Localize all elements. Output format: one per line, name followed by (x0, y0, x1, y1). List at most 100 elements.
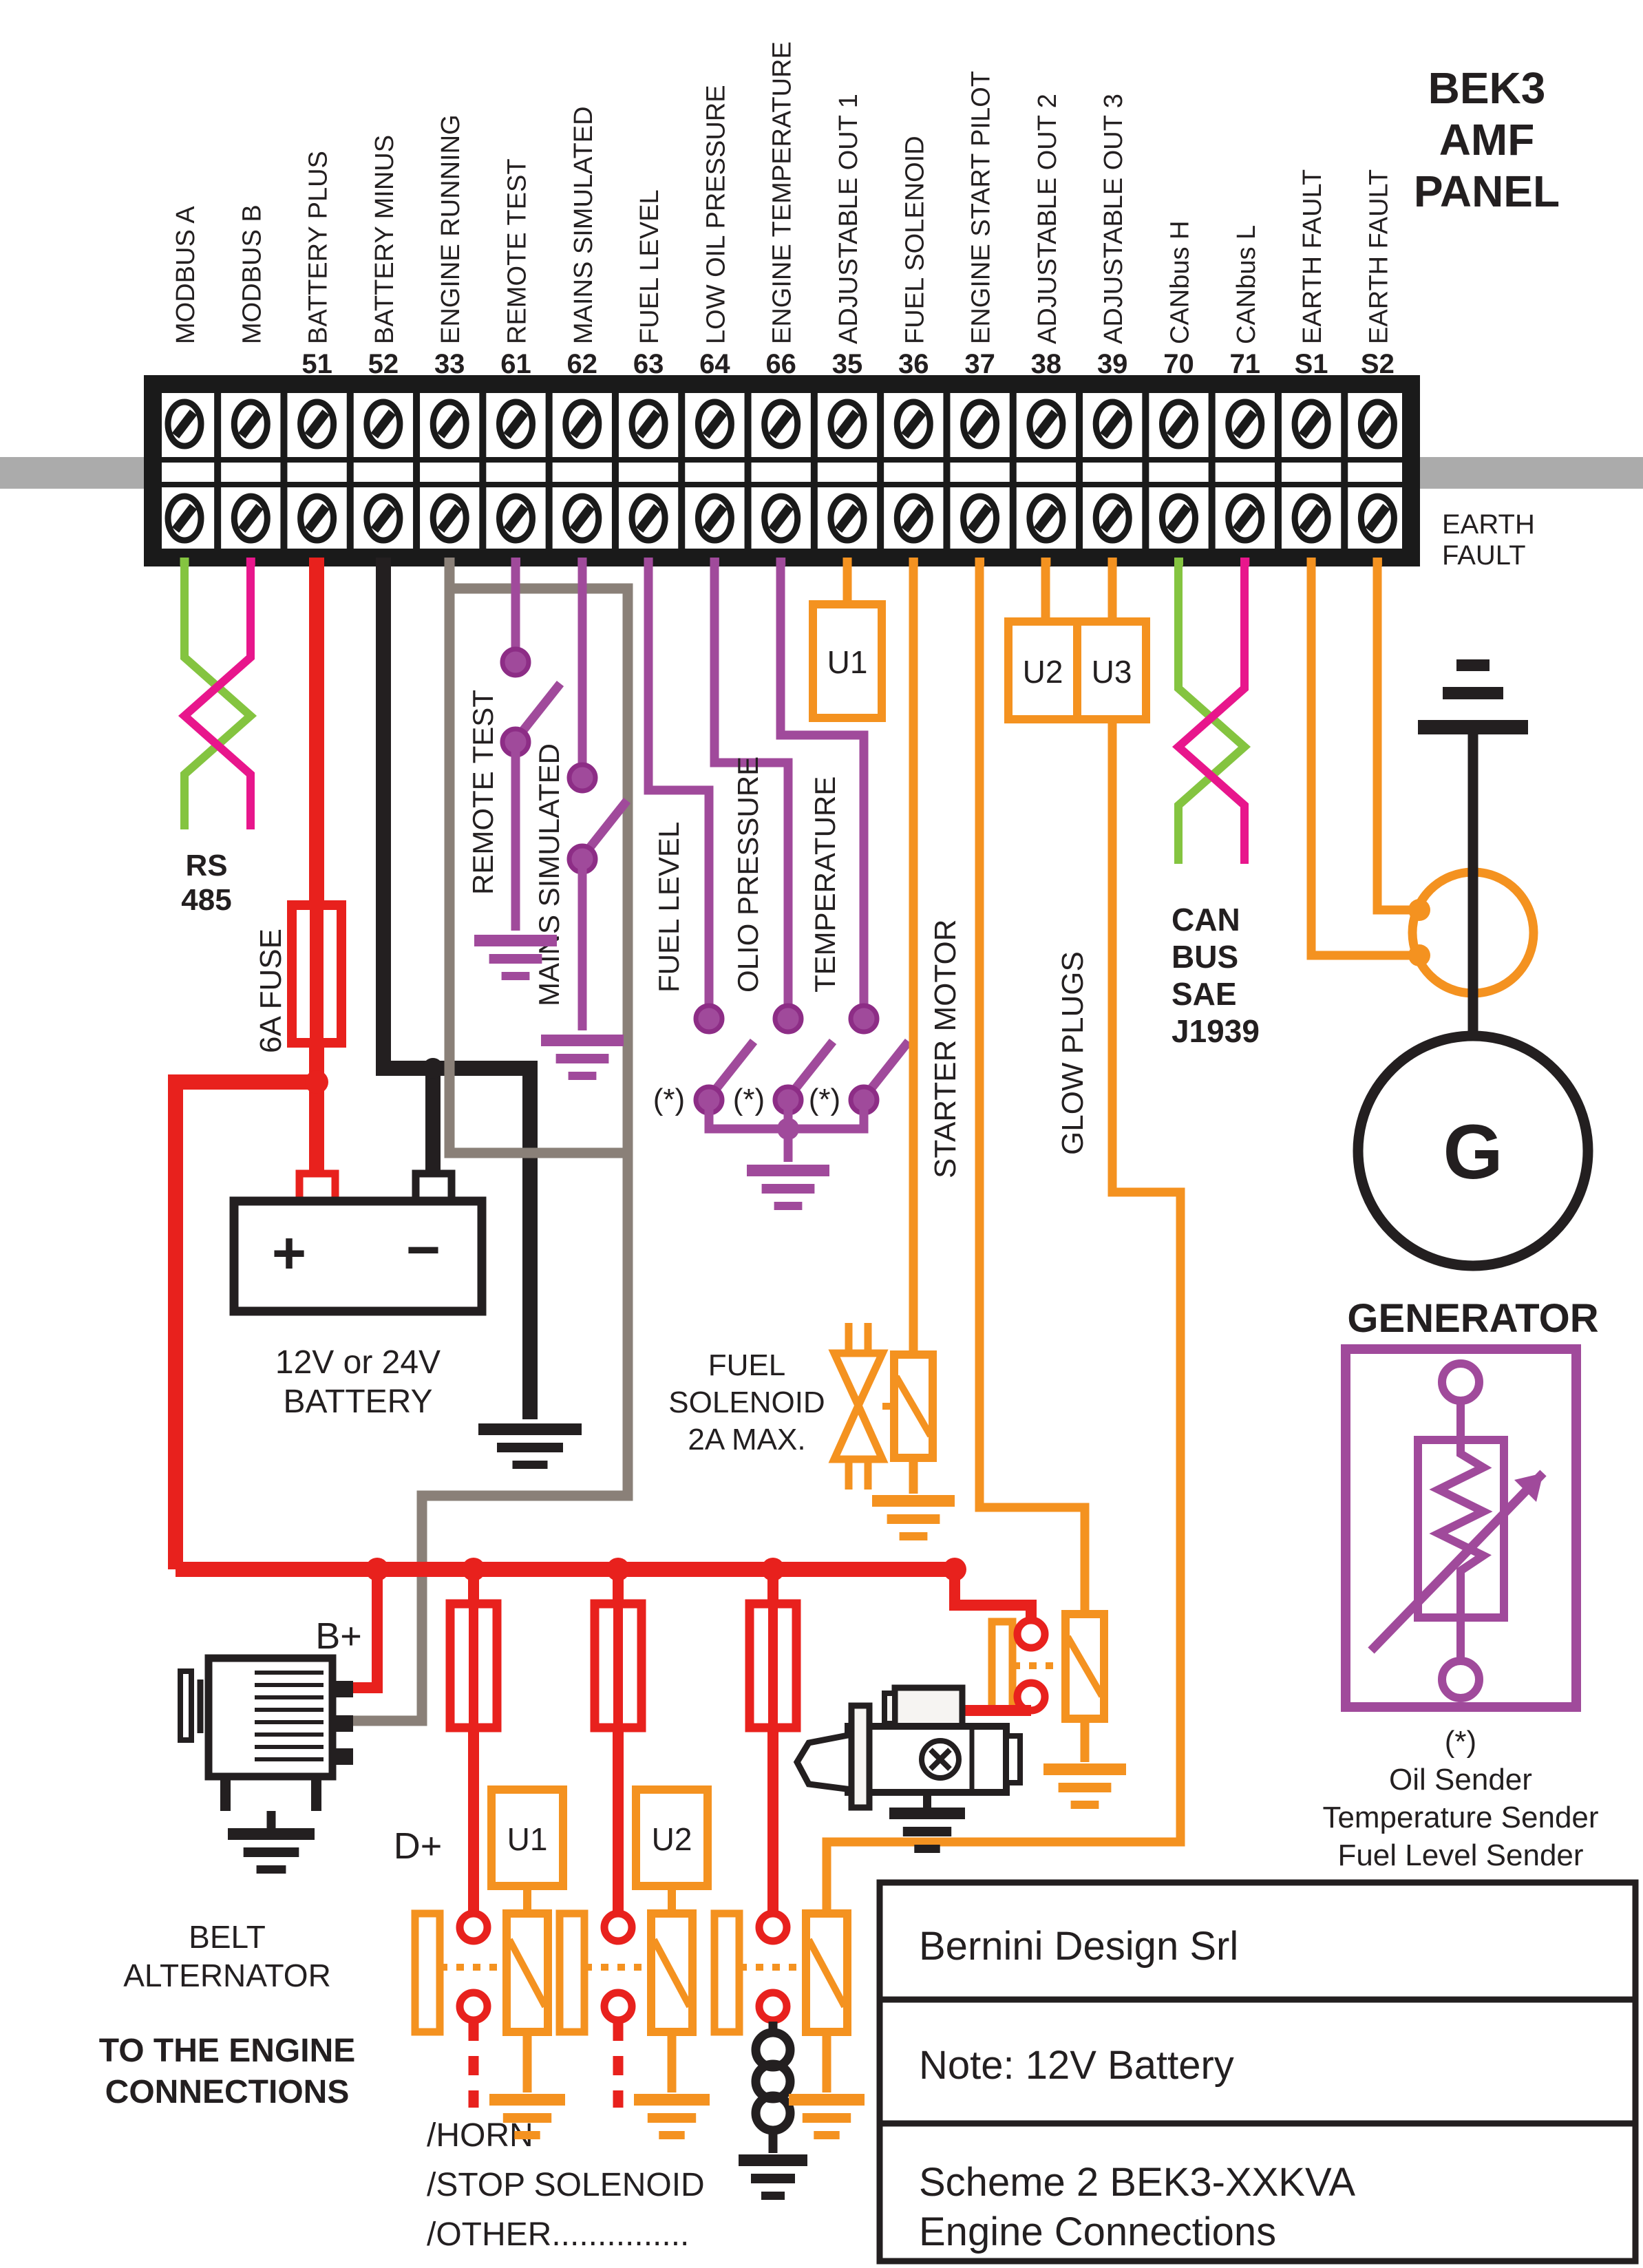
alternator-body (204, 1654, 337, 1781)
u1-relay-label: U1 (507, 1821, 548, 1857)
junction-dot (305, 1070, 328, 1094)
generator-g: G (1443, 1109, 1503, 1195)
terminal-number: 66 (765, 349, 796, 379)
belt-alternator-label-line2: ALTERNATOR (123, 1958, 331, 1993)
starter-relay (949, 1569, 1108, 1762)
generator-symbol (1353, 1030, 1593, 1271)
title-block: Bernini Design Srl Note: 12V Battery Sch… (876, 1879, 1639, 2265)
terminal-screw-icon (1159, 399, 1198, 449)
rs485-label-line2: 485 (181, 883, 231, 917)
modbus-a-wire (180, 558, 257, 829)
fuse-6a-label: 6A FUSE (254, 929, 288, 1053)
terminal-number: 37 (964, 349, 995, 379)
mains-simulated-switch: MAINS SIMULATED (533, 558, 631, 1030)
terminal-number: 51 (301, 349, 332, 379)
terminal-label: ADJUSTABLE OUT 1 (834, 94, 863, 344)
can-label-line3: SAE (1172, 976, 1237, 1012)
terminal-label: FUEL SOLENOID (900, 136, 929, 344)
starter-motor-mark-x (929, 1748, 952, 1771)
battery-plus-sign: + (272, 1220, 306, 1286)
u2-relay-label: U2 (652, 1821, 692, 1857)
earth-ground-bar-small (1456, 659, 1490, 671)
terminal-screw-icon (1357, 493, 1397, 544)
terminal-label: MODBUS A (171, 206, 200, 344)
earth-fault-note-line1: EARTH (1442, 509, 1535, 540)
solenoid-valve-symbol (828, 1349, 889, 1463)
relay-armature (988, 1618, 1017, 1715)
glow-plug-element (751, 2022, 795, 2153)
bus-bar-left (0, 457, 153, 489)
terminal-screw-icon (165, 493, 204, 544)
earth-fault-note-line2: FAULT (1442, 540, 1526, 571)
terminal-label: CANbus L (1232, 225, 1261, 344)
temperature-wire (776, 558, 869, 1007)
sender-symbol-box: (*) Oil Sender Temperature Sender Fuel L… (1322, 1344, 1599, 1872)
scheme-title-line1: Scheme 2 BEK3-XXKVA (919, 2160, 1355, 2205)
belt-alternator: BELT ALTERNATOR (123, 1654, 353, 1993)
alternator-fins (255, 1671, 324, 1761)
ground-icon (478, 1423, 582, 1469)
oil-pressure-label: OLIO PRESSURE (732, 756, 764, 993)
terminal-number: 38 (1031, 349, 1062, 379)
terminal-screw-icon (1026, 399, 1066, 449)
asterisk-mark: (*) (733, 1083, 765, 1116)
battery-note: Note: 12V Battery (919, 2043, 1234, 2088)
terminal-number: 35 (832, 349, 863, 379)
terminal-screw-icon (496, 399, 536, 449)
output-relay (710, 1569, 851, 2092)
terminal-screw-icon (363, 399, 403, 449)
panel-title-line2: AMF (1439, 115, 1535, 165)
battery-body (229, 1196, 487, 1316)
relay-armature (710, 1909, 743, 2036)
title-block-frame (876, 1879, 1639, 2265)
terminal-screw-icon (960, 399, 1000, 449)
sender-arrow-shaft (1368, 1470, 1547, 1654)
terminal-number: 71 (1230, 349, 1261, 379)
sender-terminal-top (1438, 1359, 1483, 1405)
battery-label-line1: 12V or 24V (275, 1344, 441, 1381)
battery-plus-circuit: 6A FUSE (168, 558, 346, 1569)
terminal-number: 52 (368, 349, 399, 379)
to-engine-label-line2: CONNECTIONS (105, 2074, 350, 2110)
ground-icon (889, 1808, 965, 1853)
fuel-sol-label-line3: 2A MAX. (688, 1423, 805, 1456)
u1-top-box (809, 600, 886, 722)
terminal-screw-icon (231, 493, 271, 544)
d-plus-label: D+ (394, 1825, 443, 1867)
terminal-screw-icon (628, 399, 668, 449)
u2-top-label: U2 (1023, 654, 1063, 690)
fuel-sol-label-line1: FUEL (708, 1348, 785, 1382)
asterisk-mark: (*) (653, 1083, 685, 1116)
alternator-pulley (178, 1668, 194, 1743)
fuel-solenoid-circuit: FUEL SOLENOID 2A MAX. (668, 558, 937, 1494)
ground-icon (474, 935, 557, 980)
terminal-label: ENGINE START PILOT (967, 71, 996, 344)
battery-minus-sign: − (406, 1217, 441, 1283)
terminal-screw-icon (1092, 493, 1132, 544)
u3-top-label: U3 (1092, 654, 1132, 690)
sender-label-line3: Fuel Level Sender (1337, 1838, 1583, 1872)
terminal-screw-icon (297, 399, 337, 449)
terminal-number: S1 (1295, 349, 1328, 379)
terminal-label: CANbus H (1166, 221, 1195, 345)
terminal-label: ADJUSTABLE OUT 3 (1099, 94, 1128, 344)
sender-label-line2: Temperature Sender (1322, 1801, 1598, 1834)
terminal-screw-icon (1225, 399, 1265, 449)
starter-motor-label: STARTER MOTOR (929, 920, 962, 1178)
terminal-number: 70 (1163, 349, 1194, 379)
terminal-label: REMOTE TEST (503, 158, 532, 344)
other-label: /OTHER............... (427, 2216, 689, 2253)
ground-icon (739, 2154, 807, 2200)
engine-start-pilot-wire (975, 558, 1090, 1614)
starter-feed-wire (962, 1705, 1037, 1716)
terminal-number: 64 (699, 349, 730, 379)
switch-contact (566, 762, 598, 794)
relay-contact (600, 1989, 636, 2024)
ground-symbols (228, 935, 1126, 2200)
earth-fault-s2-wire (1372, 558, 1419, 915)
relay-armature (555, 1909, 589, 2036)
terminal-screw-icon (430, 399, 469, 449)
ground-icon (541, 1035, 624, 1080)
